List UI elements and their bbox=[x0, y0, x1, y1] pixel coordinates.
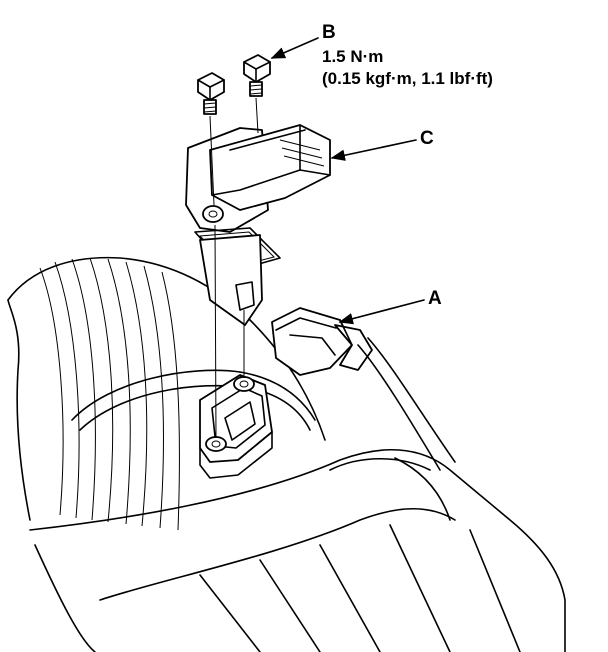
alignment-lines bbox=[209, 97, 259, 439]
label-b: B bbox=[322, 22, 336, 43]
maf-sensor bbox=[185, 124, 331, 326]
sensor-mount-boss bbox=[199, 374, 273, 479]
label-b-torque: 1.5 N·m bbox=[322, 47, 383, 66]
label-b-torque-alt: (0.15 kgf·m, 1.1 lbf·ft) bbox=[322, 69, 493, 88]
harness-connector bbox=[271, 307, 456, 471]
intake-duct bbox=[7, 256, 566, 652]
callout-c: C bbox=[330, 128, 434, 161]
callout-a: A bbox=[338, 288, 442, 325]
mounting-bolts bbox=[197, 54, 271, 115]
bolt-right bbox=[243, 54, 271, 97]
callout-b: B 1.5 N·m (0.15 kgf·m, 1.1 lbf·ft) bbox=[270, 22, 493, 88]
label-c: C bbox=[420, 128, 434, 149]
label-a: A bbox=[428, 288, 442, 309]
bolt-left bbox=[197, 72, 225, 115]
